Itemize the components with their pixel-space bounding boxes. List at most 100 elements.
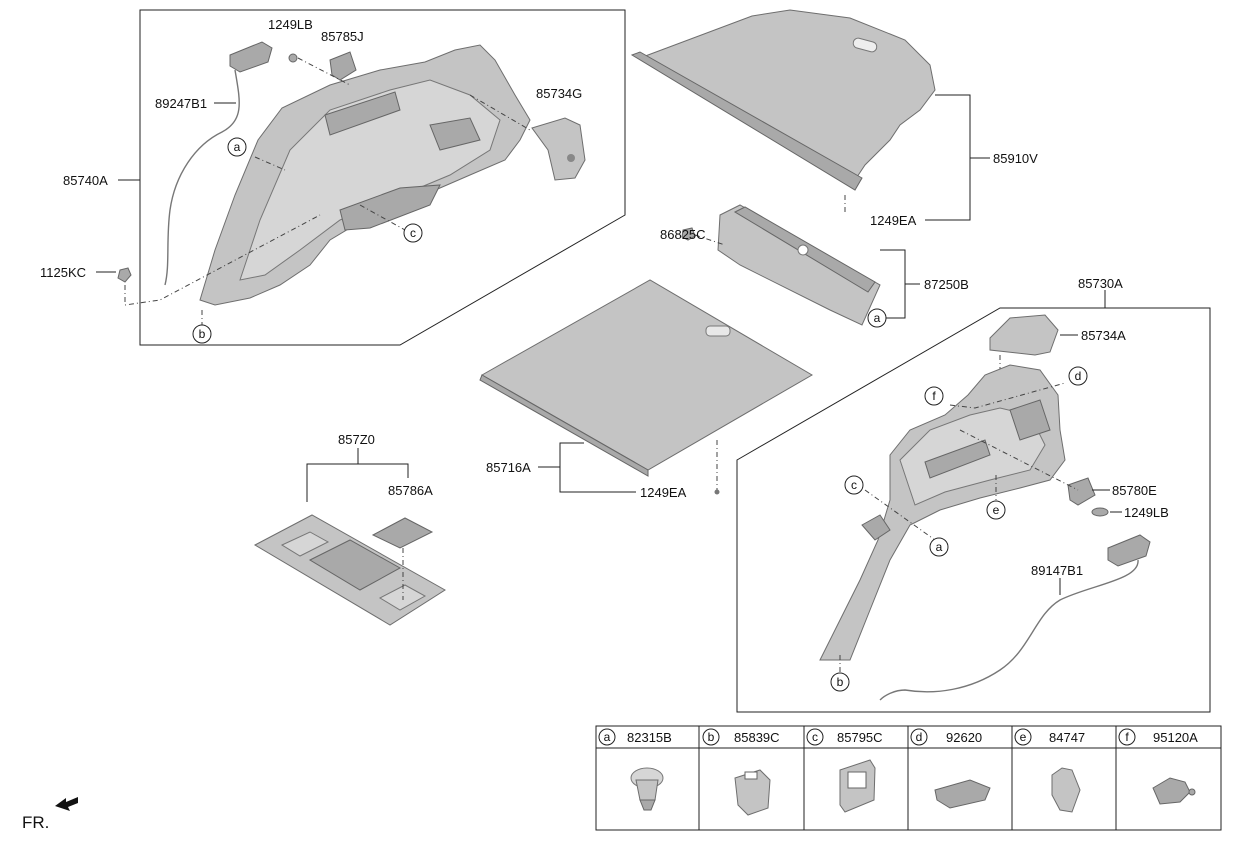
label-86825C: 86825C [660,227,706,242]
legend-a-part: 82315B [627,730,672,745]
label-85785J: 85785J [321,29,364,44]
label-1249EA-top: 1249EA [870,213,917,228]
right-quarter-trim-group [736,290,1211,713]
callout-c-right-text: c [851,478,857,492]
callout-d-right-text: d [1075,369,1082,383]
right-trim-speaker-grille [924,439,991,479]
callout-b-right-text: b [837,675,844,689]
legend-a-circle [598,728,616,746]
cover-85734G-hole [567,154,575,162]
callout-a-transverse: a [867,308,887,328]
tray-857Z0-opening-1 [280,531,330,557]
left-trim-speaker-grille [324,91,401,136]
guide-line-left-1 [297,57,351,86]
callout-e-right-text: e [993,503,1000,517]
guide-right-1 [949,382,1066,409]
guide-line-left-3 [124,214,321,306]
tray-group [253,448,446,626]
connector-95120A-icon [1152,777,1196,805]
label-89147B1: 89147B1 [1031,563,1083,578]
legend-e-circle [1014,728,1032,746]
right-trim-lower-step [861,514,891,541]
transverse-trim-hole [797,244,809,256]
callout-f-right-text: f [932,389,936,403]
lamp-wire-89147B1 [879,559,1139,701]
label-85734G: 85734G [536,86,582,101]
tonneau-handle [852,37,878,53]
tray-857Z0-recess [308,539,402,591]
callout-e-right: e [986,500,1006,520]
clip-1249LB-right [1091,507,1109,517]
legend-c-letter: c [812,730,818,744]
legend-b-circle [702,728,720,746]
legend-f-letter: f [1125,730,1129,744]
label-857Z0: 857Z0 [338,432,375,447]
legend-f-circle [1118,728,1136,746]
guide-86825C [694,234,726,246]
legend-d-letter: d [916,730,923,744]
legend-b-part: 85839C [734,730,780,745]
label-1249LB-right: 1249LB [1124,505,1169,520]
label-1249LB-top: 1249LB [268,17,313,32]
label-85716A: 85716A [486,460,531,475]
clip-92620-icon [934,779,991,809]
bracket-87250B [880,249,906,319]
legend-e-part: 84747 [1049,730,1085,745]
callout-f-right: f [924,386,944,406]
bracket-85910V [925,94,971,221]
legend-b-letter: b [708,730,715,744]
tonneau-cover-group [630,9,990,221]
guide-line-left-4 [254,156,286,171]
legend-f-part: 95120A [1153,730,1198,745]
tonneau-roller-tube [630,51,863,191]
label-1125KC: 1125KC [40,265,86,280]
guide-line-left-5 [359,204,406,231]
legend-c-part: 85795C [837,730,883,745]
luggage-board-handle [705,325,731,337]
lamp-wire-89247B1 [164,69,240,286]
callout-d-right: d [1068,366,1088,386]
cover-85734G [531,117,586,181]
luggage-board-group [479,279,813,495]
label-85730A: 85730A [1078,276,1123,291]
clip-1249LB-left [288,53,298,63]
label-85780E: 85780E [1112,483,1157,498]
left-group-frame [139,9,626,346]
front-arrow-icon [55,797,78,811]
luggage-board-edge [479,374,649,477]
right-group-frame [736,307,1211,713]
callout-b-left: b [192,324,212,344]
tonneau-cover-85910V [638,9,936,181]
legend-e-letter: e [1020,730,1027,744]
label-85910V: 85910V [993,151,1038,166]
bolt-1249EA-bottom [714,489,720,495]
callout-a-left: a [227,137,247,157]
callout-a-right-text: a [936,540,943,554]
label-89247B1: 89247B1 [155,96,207,111]
cover-85786A [371,517,434,549]
left-trim-pocket [429,117,481,151]
cover-85734A [989,314,1059,356]
guide-right-2 [959,429,1079,491]
screw-1125KC [117,267,132,283]
clip-84747-icon [1051,767,1081,813]
label-1249EA-bottom: 1249EA [640,485,687,500]
lamp-89147B1 [1107,534,1151,567]
bracket-85780E [1067,477,1096,506]
legend-c-circle [806,728,824,746]
label-85786A: 85786A [388,483,433,498]
transverse-trim-group [681,204,920,326]
transverse-trim-87250B [717,204,881,326]
guide-right-3 [864,489,936,541]
callout-c-right: c [844,475,864,495]
legend-d-circle [910,728,928,746]
callout-b-left-text: b [199,327,206,341]
label-85740A: 85740A [63,173,108,188]
callout-a-left-text: a [234,140,241,154]
push-clip-82315B-icon [630,767,664,811]
left-quarter-trim-group [96,9,626,346]
luggage-board-85716A [480,279,813,471]
right-trim-pocket [1009,399,1051,441]
callout-a-transverse-text: a [874,311,881,325]
